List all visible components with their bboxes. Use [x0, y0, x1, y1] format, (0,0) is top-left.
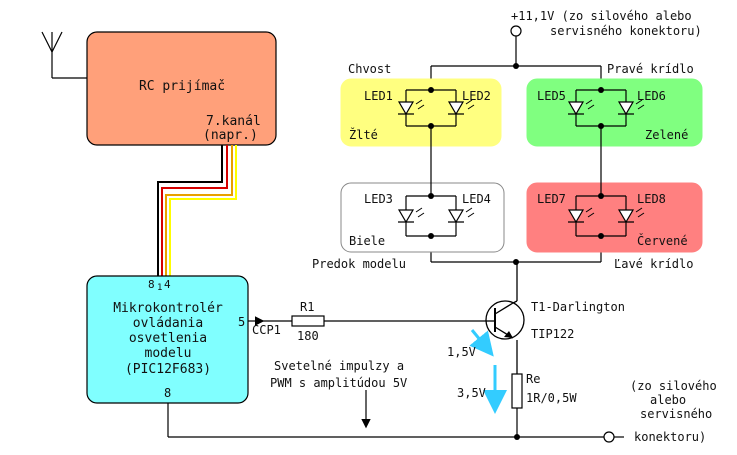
supply-terminal [510, 25, 522, 37]
ground-wire [167, 403, 624, 438]
vbe-arrow [469, 329, 494, 357]
ground-label-3: servisného [640, 407, 712, 421]
mcu-label-line4: modelu [145, 346, 192, 361]
ground-label-4: konektoru) [634, 430, 706, 444]
led-group-left-wing-color: Červené [637, 233, 688, 248]
receiver-channel-note: (napr.) [203, 128, 258, 143]
r1-name: R1 [300, 300, 314, 314]
led-group-left-wing-name: Ľavé krídlo [614, 257, 693, 271]
ground-label-1: (zo silového [630, 379, 717, 393]
led3-label: LED3 [364, 192, 393, 206]
led4-label: LED4 [462, 192, 491, 206]
led-group-tail-color: Žlté [349, 127, 378, 142]
led-group-left-wing-box [526, 182, 703, 253]
mcu-pin-5-label: 5 [238, 315, 245, 329]
rc-receiver-box [86, 31, 277, 146]
led-pair-front [397, 193, 475, 239]
led2-label: LED2 [462, 89, 491, 103]
supply-label-1: +11,1V (zo silového alebo [511, 9, 692, 23]
led-group-right-wing-color: Zelené [645, 128, 688, 142]
t1-type: TIP122 [531, 327, 574, 341]
r1-value: 180 [297, 329, 319, 343]
led-group-front-name: Predok modelu [312, 257, 406, 271]
vre-label: 3,5V [457, 386, 486, 400]
led-group-front-color: Biele [349, 234, 385, 248]
receiver-channel-label: 7.kanál [206, 114, 261, 129]
led1-label: LED1 [364, 89, 393, 103]
ccp1-label: CCP1 [252, 323, 281, 337]
rc-receiver-label: RC prijímač [139, 79, 225, 94]
led-pair-left-wing [567, 193, 645, 239]
re-value: 1R/0,5W [526, 391, 577, 405]
mcu-label-line1: Mikrokontrolér [113, 301, 223, 316]
led-group-tail-name: Chvost [348, 62, 391, 76]
ground-terminal [603, 431, 615, 443]
led-group-front-box [340, 182, 505, 253]
r1-resistor [291, 315, 325, 327]
junction-dots [513, 63, 520, 440]
mcu-pin-4-label: 4 [164, 278, 171, 291]
led-group-right-wing-box [526, 78, 703, 147]
led-pair-tail [397, 87, 475, 129]
mcu-pin-8-label: 8 [148, 278, 155, 291]
re-name: Re [526, 372, 540, 386]
led6-label: LED6 [637, 89, 666, 103]
led7-label: LED7 [537, 192, 566, 206]
led-pair-right-wing [567, 87, 645, 129]
mcu-label-line3: osvetlenia [129, 331, 207, 346]
t1-emitter-arrow [504, 331, 513, 338]
t1-name: T1-Darlington [531, 300, 625, 314]
pulse-annotation-line2: PWM s amplitúdou 5V [270, 376, 407, 390]
servo-cable [157, 145, 237, 276]
t1-transistor-symbol [485, 262, 525, 374]
led5-label: LED5 [537, 89, 566, 103]
pulse-annotation-line1: Svetelné impulzy a [274, 359, 404, 373]
supply-label-2: servisného konektoru) [550, 24, 702, 38]
led8-label: LED8 [637, 192, 666, 206]
antenna-icon [41, 31, 88, 79]
re-resistor [511, 373, 523, 409]
led-group-tail-box [340, 78, 502, 147]
led-group-right-wing-name: Pravé krídlo [607, 62, 694, 76]
mcu-pin-1-label: 1 [157, 283, 162, 293]
mcu-label-line5: (PIC12F683) [125, 362, 211, 377]
mcu-pin-bottom-label: 8 [164, 386, 171, 400]
ground-label-2: alebo [650, 393, 686, 407]
vbe-label: 1,5V [447, 345, 476, 359]
mcu-label-line2: ovládania [133, 316, 203, 331]
